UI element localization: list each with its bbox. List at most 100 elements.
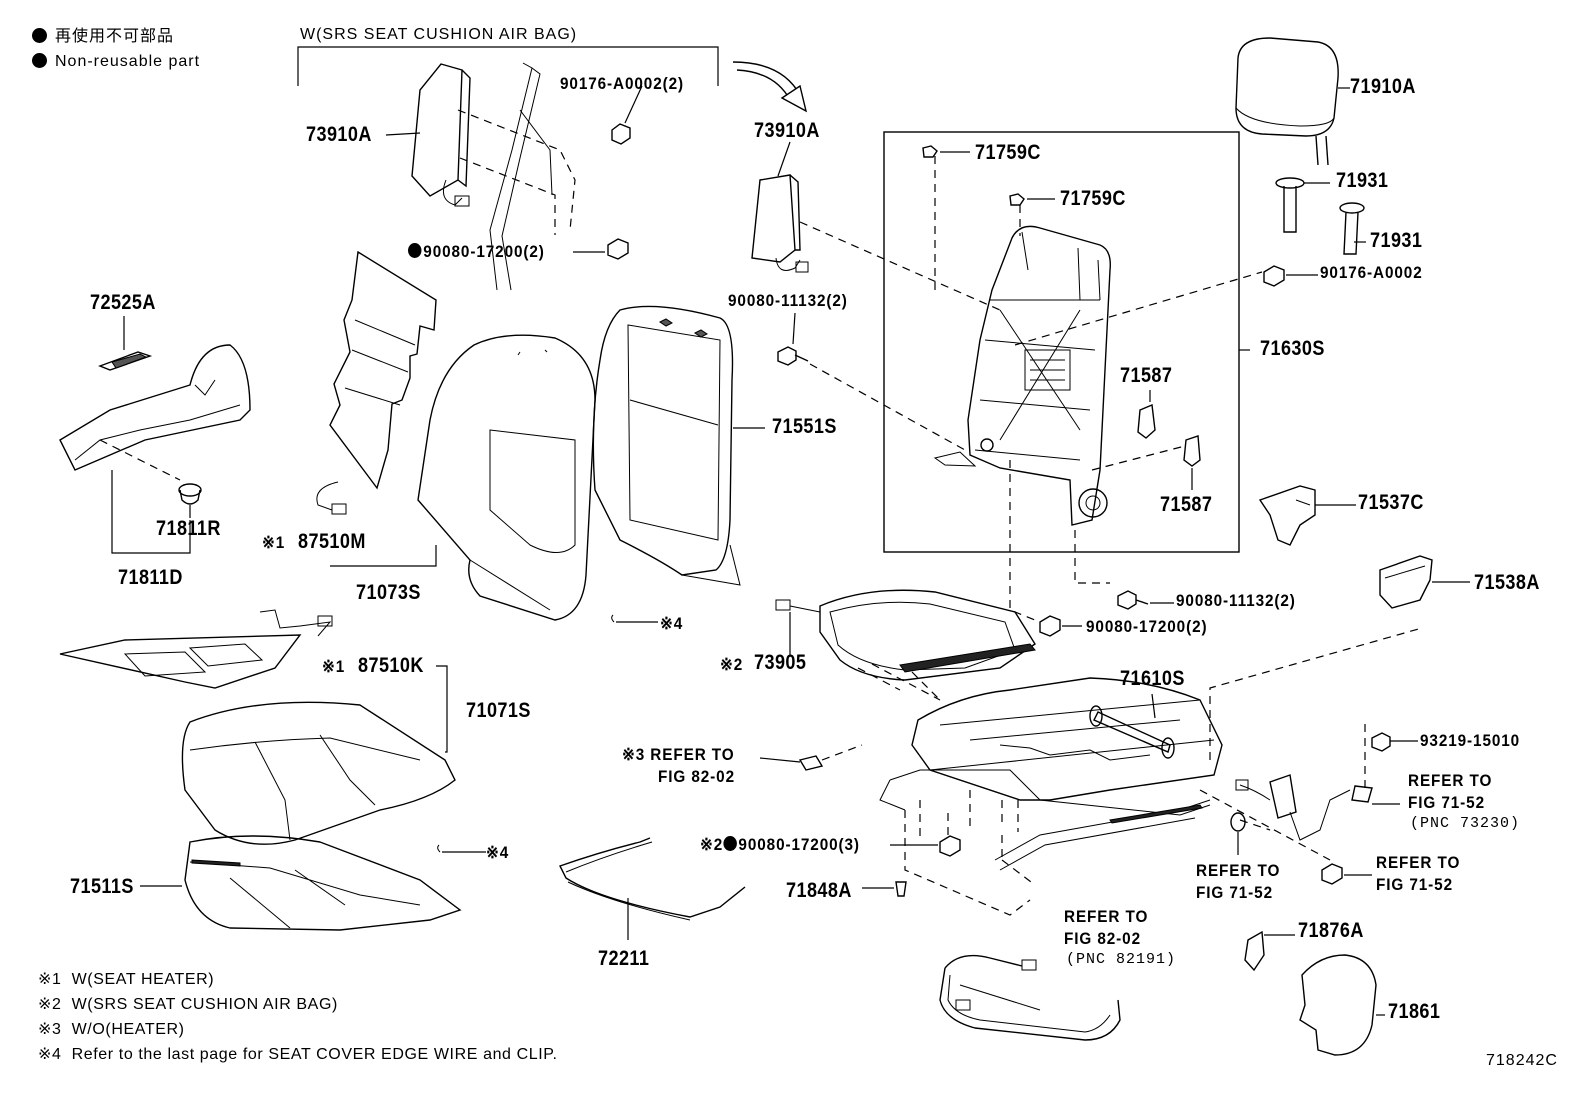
label-72525a[interactable]: 72525A xyxy=(90,291,156,314)
legend-text-2: Non-reusable part xyxy=(55,53,201,70)
label-90176-a0002-2[interactable]: 90176-A0002(2) xyxy=(560,74,685,93)
clip-note4-a xyxy=(611,614,658,623)
label-73910a-right[interactable]: 73910A xyxy=(754,119,820,142)
nut-90080-17200-3 xyxy=(890,810,961,857)
ref-fig-82-02-b-line2[interactable]: FIG 82-02 xyxy=(1064,929,1141,948)
footnote-mark: ※3 xyxy=(38,1021,62,1038)
ref-fig-71-52-b[interactable]: REFER TO xyxy=(1196,861,1281,880)
label-90080-11132-2-low[interactable]: 90080-11132(2) xyxy=(1176,591,1296,610)
cushion-cover xyxy=(140,835,462,931)
footnote-mark: ※4 xyxy=(38,1046,62,1063)
arrow-icon xyxy=(732,61,808,113)
label-71538a[interactable]: 71538A xyxy=(1474,571,1540,594)
label-87510k[interactable]: 87510K xyxy=(358,654,424,677)
seatback-cover xyxy=(592,305,765,586)
label-71071s[interactable]: 71071S xyxy=(466,699,531,722)
bracket-71587-b xyxy=(1183,435,1201,490)
ref-fig-82-02-a-line2[interactable]: FIG 82-02 xyxy=(658,767,735,786)
footnote-mark: ※2 xyxy=(38,996,62,1013)
ref-line-1: REFER TO xyxy=(650,745,735,764)
headrest-guide-b xyxy=(1339,202,1366,255)
non-reusable-bullet-icon xyxy=(32,53,47,68)
clip-71759c-b xyxy=(1009,193,1055,206)
label-71587-b[interactable]: 71587 xyxy=(1160,493,1213,516)
ref-fig-71-52-c-line2[interactable]: FIG 71-52 xyxy=(1376,875,1453,894)
non-reusable-dot-icon xyxy=(408,243,422,258)
label-71073s[interactable]: 71073S xyxy=(356,581,421,604)
label-71931-a[interactable]: 71931 xyxy=(1336,169,1389,192)
seatback-pad xyxy=(417,334,596,621)
clip-71811r xyxy=(178,483,202,518)
washer-ref xyxy=(1230,812,1246,855)
label-71759c-a[interactable]: 71759C xyxy=(975,141,1041,164)
bolt-90080-11132-2-low xyxy=(1117,590,1174,610)
note-mark: ※2 xyxy=(700,835,724,854)
ref-fig-82-02-a[interactable]: ※3 REFER TO xyxy=(622,746,735,763)
label-71876a[interactable]: 71876A xyxy=(1298,919,1364,942)
bracket-71587-a xyxy=(1137,390,1156,439)
ref-fig-71-52-a[interactable]: REFER TO xyxy=(1408,771,1493,790)
legend-line-2: Non-reusable part xyxy=(32,53,200,70)
footnote-3: ※3 W/O(HEATER) xyxy=(38,1022,185,1038)
label-73905[interactable]: 73905 xyxy=(754,651,807,674)
header-bracket xyxy=(297,46,719,86)
ref-fig-82-02-b-pnc: (PNC 82191) xyxy=(1066,951,1177,968)
cover-72525a xyxy=(98,316,153,371)
ref-fig-71-52-a-pnc: (PNC 73230) xyxy=(1410,815,1521,832)
clip-90176-a0002 xyxy=(1263,265,1318,287)
label-90176-a0002[interactable]: 90176-A0002 xyxy=(1320,263,1423,282)
wire-harness xyxy=(939,954,1121,1041)
label-71910a[interactable]: 71910A xyxy=(1350,75,1416,98)
label-71811r[interactable]: 71811R xyxy=(156,517,221,540)
non-reusable-bullet-icon xyxy=(32,28,47,43)
label-71848a[interactable]: 71848A xyxy=(786,879,852,902)
ref-fig-71-52-c[interactable]: REFER TO xyxy=(1376,853,1461,872)
label-71551s[interactable]: 71551S xyxy=(772,415,837,438)
label-71931-b[interactable]: 71931 xyxy=(1370,229,1423,252)
clip-71759c-a xyxy=(922,145,970,158)
label-71587-a[interactable]: 71587 xyxy=(1120,364,1173,387)
note-mark: ※3 xyxy=(622,745,646,764)
label-93219-15010[interactable]: 93219-15010 xyxy=(1420,731,1521,750)
footnote-4: ※4 Refer to the last page for SEAT COVER… xyxy=(38,1047,558,1063)
clip-90176-a0002-2 xyxy=(611,85,643,145)
seatbelt-buckle xyxy=(1235,774,1400,841)
screw-93219-15010 xyxy=(1364,724,1418,790)
nut-90080-17200-2 xyxy=(573,238,629,260)
cover-71537c xyxy=(1258,485,1356,546)
label-90080-11132-2-mid[interactable]: 90080-11132(2) xyxy=(728,291,848,310)
footnote-text: W/O(HEATER) xyxy=(71,1021,185,1038)
ref-fig-71-52-a-line2[interactable]: FIG 71-52 xyxy=(1408,793,1485,812)
label-72211[interactable]: 72211 xyxy=(598,947,650,970)
note-mark-87510m: ※1 xyxy=(262,533,286,552)
label-71630s[interactable]: 71630S xyxy=(1260,337,1325,360)
side-shield-71811d xyxy=(59,344,251,554)
seatback-frame xyxy=(933,155,1263,623)
ref-fig-82-02-b[interactable]: REFER TO xyxy=(1064,907,1149,926)
nut-90080-17200-2-low xyxy=(1039,615,1082,637)
connector-note3 xyxy=(759,744,863,771)
cover-71861 xyxy=(1299,954,1385,1056)
cushion-pad xyxy=(181,701,456,845)
heater-87510k xyxy=(59,609,448,753)
label-71861[interactable]: 71861 xyxy=(1388,1000,1441,1023)
label-90080-17200-2-low[interactable]: 90080-17200(2) xyxy=(1086,617,1208,636)
pin-71848a xyxy=(862,881,907,897)
side-airbag-left xyxy=(385,63,471,207)
label-71759c-b[interactable]: 71759C xyxy=(1060,187,1126,210)
ref-fig-71-52-b-line2[interactable]: FIG 71-52 xyxy=(1196,883,1273,902)
label-71610s[interactable]: 71610S xyxy=(1120,667,1185,690)
side-airbag-right xyxy=(751,141,1001,311)
label-71537c[interactable]: 71537C xyxy=(1358,491,1424,514)
note-mark-73905: ※2 xyxy=(720,655,744,674)
frame-box xyxy=(883,131,1250,553)
label-73910a-left[interactable]: 73910A xyxy=(306,123,372,146)
footnote-text: Refer to the last page for SEAT COVER ED… xyxy=(71,1046,558,1063)
label-90080-17200-2-top[interactable]: 90080-17200(2) xyxy=(408,243,545,260)
label-87510m[interactable]: 87510M xyxy=(298,530,366,553)
label-71811d[interactable]: 71811D xyxy=(118,566,183,589)
label-71511s[interactable]: 71511S xyxy=(70,875,134,898)
